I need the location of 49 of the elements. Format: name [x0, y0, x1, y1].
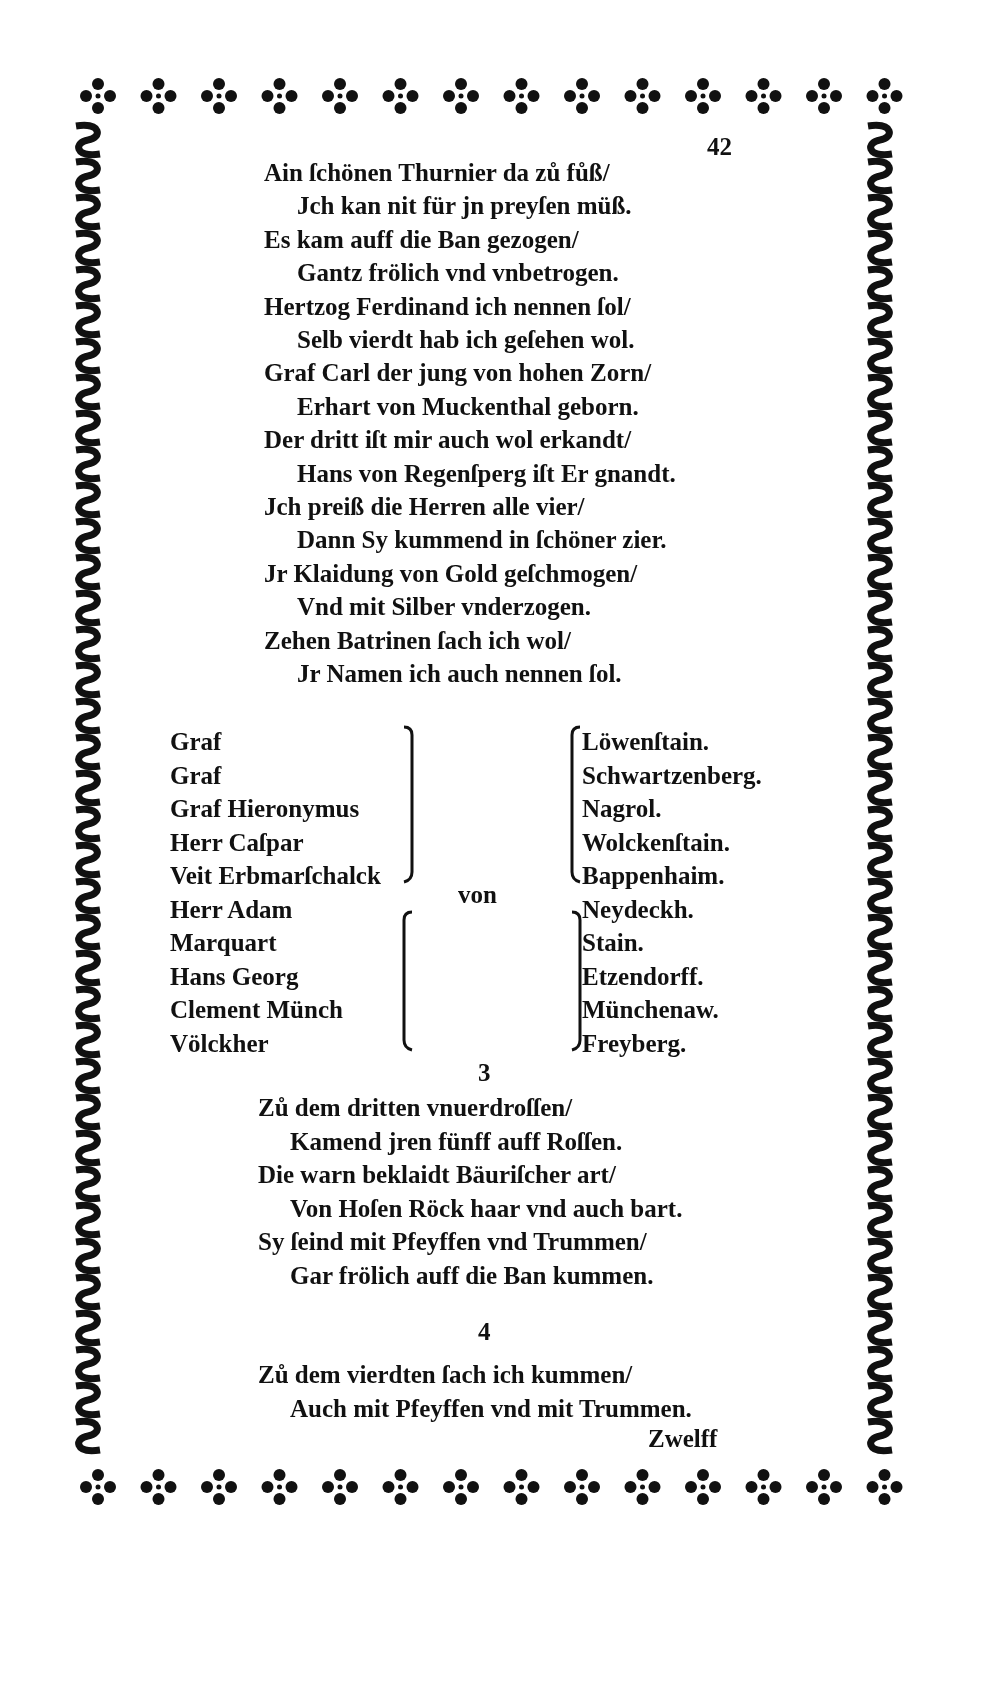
verse-line: Hertzog Ferdinand ich nennen ſol/	[264, 291, 631, 322]
verse-line: Hans von Regenſperg iſt Er gnandt.	[297, 458, 676, 489]
name-entry: Graf	[170, 760, 222, 791]
verse-line: Graf Carl der jung von hohen Zorn/	[264, 358, 652, 389]
verse-line: Erhart von Muckenthal geborn.	[297, 391, 639, 422]
verse-line: Zehen Batrinen ſach ich wol/	[264, 625, 571, 656]
name-entry: Herr Adam	[170, 894, 293, 925]
verse-line: Zů dem vierdten ſach ich kummen/	[258, 1360, 633, 1390]
place-entry: Neydeckh.	[582, 894, 694, 925]
verse-line: Gantz frölich vnd vnbetrogen.	[297, 258, 619, 289]
verse-line: Der dritt iſt mir auch wol erkandt/	[264, 425, 632, 456]
name-entry: Hans Georg	[170, 961, 299, 992]
verse-line: Jch kan nit für jn preyſen müß.	[297, 191, 632, 222]
verse-line: Von Hoſen Röck haar vnd auch bart.	[290, 1193, 683, 1224]
verse-line: Jr Klaidung von Gold geſchmogen/	[264, 558, 638, 589]
place-entry: Etzendorff.	[582, 961, 704, 992]
verse-line: Dann Sy kummend in ſchöner zier.	[297, 525, 667, 556]
verse-line: Es kam auff die Ban gezogen/	[264, 224, 579, 255]
verse-line: Sy ſeind mit Pfeyffen vnd Trummen/	[258, 1227, 647, 1257]
place-entry: Bappenhaim.	[582, 861, 725, 891]
place-entry: Löwenſtain.	[582, 727, 710, 757]
place-entry: Schwartzenberg.	[582, 760, 762, 791]
verse-line: Vnd mit Silber vnderzogen.	[297, 592, 591, 623]
verse-line: Gar frölich auff die Ban kummen.	[290, 1260, 654, 1291]
name-entry: Veit Erbmarſchalck	[170, 861, 381, 891]
verse-line: Zů dem dritten vnuerdroſſen/	[258, 1093, 573, 1123]
page-number: 42	[707, 132, 732, 162]
name-entry: Clement Münch	[170, 995, 343, 1025]
place-entry: Stain.	[582, 928, 644, 958]
name-entry: Graf	[170, 727, 222, 757]
place-entry: Freyberg.	[582, 1028, 687, 1059]
name-entry: Graf Hieronymus	[170, 794, 360, 824]
verse-line: Die warn beklaidt Bäuriſcher art/	[258, 1160, 616, 1190]
verse-line: Jr Namen ich auch nennen ſol.	[297, 659, 622, 689]
verse-line: Ain ſchönen Thurnier da zů fůß/	[264, 158, 610, 188]
stanza-number: 3	[478, 1058, 491, 1088]
verse-line: Jch preiß die Herren alle vier/	[264, 492, 585, 522]
name-entry: Marquart	[170, 928, 277, 958]
place-entry: Nagrol.	[582, 794, 662, 824]
name-entry: Völckher	[170, 1028, 269, 1059]
connecting-word: von	[458, 880, 497, 910]
place-entry: Münchenaw.	[582, 995, 719, 1025]
stanza-number: 4	[478, 1317, 491, 1347]
name-entry: Herr Caſpar	[170, 827, 304, 858]
verse-line: Selb vierdt hab ich geſehen wol.	[297, 325, 635, 355]
place-entry: Wolckenſtain.	[582, 827, 730, 858]
verse-line: Auch mit Pfeyffen vnd mit Trummen.	[290, 1393, 692, 1424]
verse-line: Kamend jren fünff auff Roſſen.	[290, 1126, 623, 1157]
catchword: Zwelff	[648, 1424, 718, 1454]
